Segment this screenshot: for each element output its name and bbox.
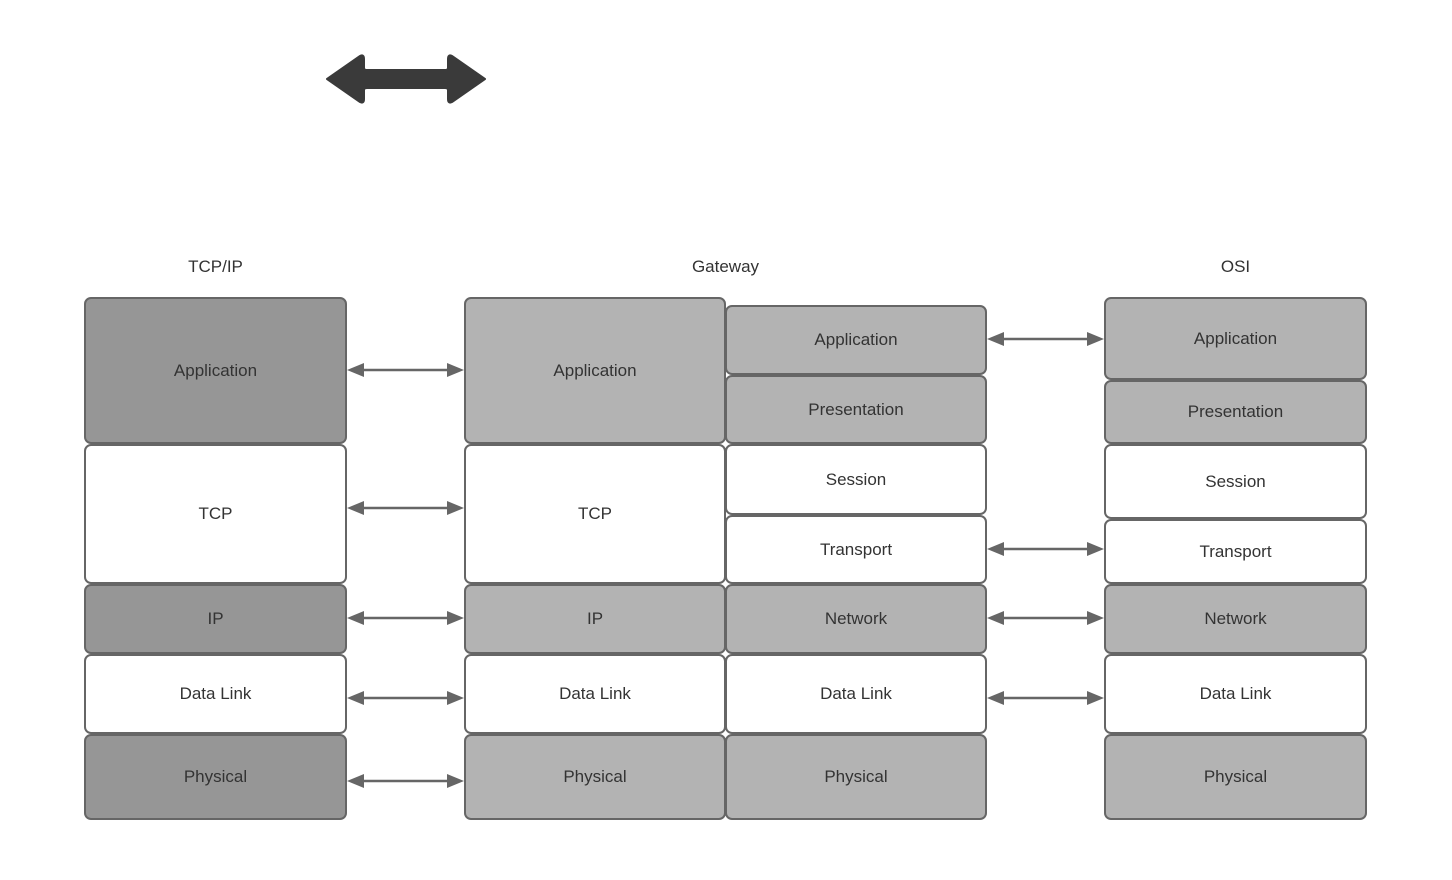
connector-gateway-osi-application [987,327,1104,351]
connector-tcpip-gateway-application [347,358,464,382]
layer-tcpip-ip[interactable]: IP [84,584,347,654]
layer-gateway-right-transport[interactable]: Transport [725,515,987,584]
layer-gateway-right-data-link[interactable]: Data Link [725,654,987,734]
layer-gateway-left-physical[interactable]: Physical [464,734,726,820]
connector-tcpip-gateway-tcp [347,496,464,520]
layer-gateway-right-network[interactable]: Network [725,584,987,654]
layer-gateway-left-tcp[interactable]: TCP [464,444,726,584]
layer-tcpip-application[interactable]: Application [84,297,347,444]
layer-gateway-left-application[interactable]: Application [464,297,726,444]
layer-osi-physical[interactable]: Physical [1104,734,1367,820]
layer-gateway-left-data-link[interactable]: Data Link [464,654,726,734]
layer-gateway-right-presentation[interactable]: Presentation [725,375,987,444]
layer-osi-network[interactable]: Network [1104,584,1367,654]
connector-gateway-osi-data-link [987,686,1104,710]
layer-osi-transport[interactable]: Transport [1104,519,1367,584]
column-title-gateway: Gateway [691,257,760,276]
layer-gateway-right-session[interactable]: Session [725,444,987,515]
connector-tcpip-gateway-physical [347,769,464,793]
layer-osi-session[interactable]: Session [1104,444,1367,519]
bidirectional-flow-arrow [320,50,492,108]
connector-gateway-osi-network [987,606,1104,630]
layer-gateway-right-physical[interactable]: Physical [725,734,987,820]
layer-gateway-right-application[interactable]: Application [725,305,987,375]
layer-osi-presentation[interactable]: Presentation [1104,380,1367,444]
layer-gateway-left-ip[interactable]: IP [464,584,726,654]
layer-osi-application[interactable]: Application [1104,297,1367,380]
column-title-tcpip: TCP/IP [188,257,243,276]
layer-tcpip-tcp[interactable]: TCP [84,444,347,584]
layer-osi-data-link[interactable]: Data Link [1104,654,1367,734]
connector-tcpip-gateway-ip [347,606,464,630]
connector-gateway-osi-transport [987,537,1104,561]
layer-tcpip-data-link[interactable]: Data Link [84,654,347,734]
connector-tcpip-gateway-data-link [347,686,464,710]
layer-tcpip-physical[interactable]: Physical [84,734,347,820]
column-title-osi: OSI [1220,257,1251,276]
